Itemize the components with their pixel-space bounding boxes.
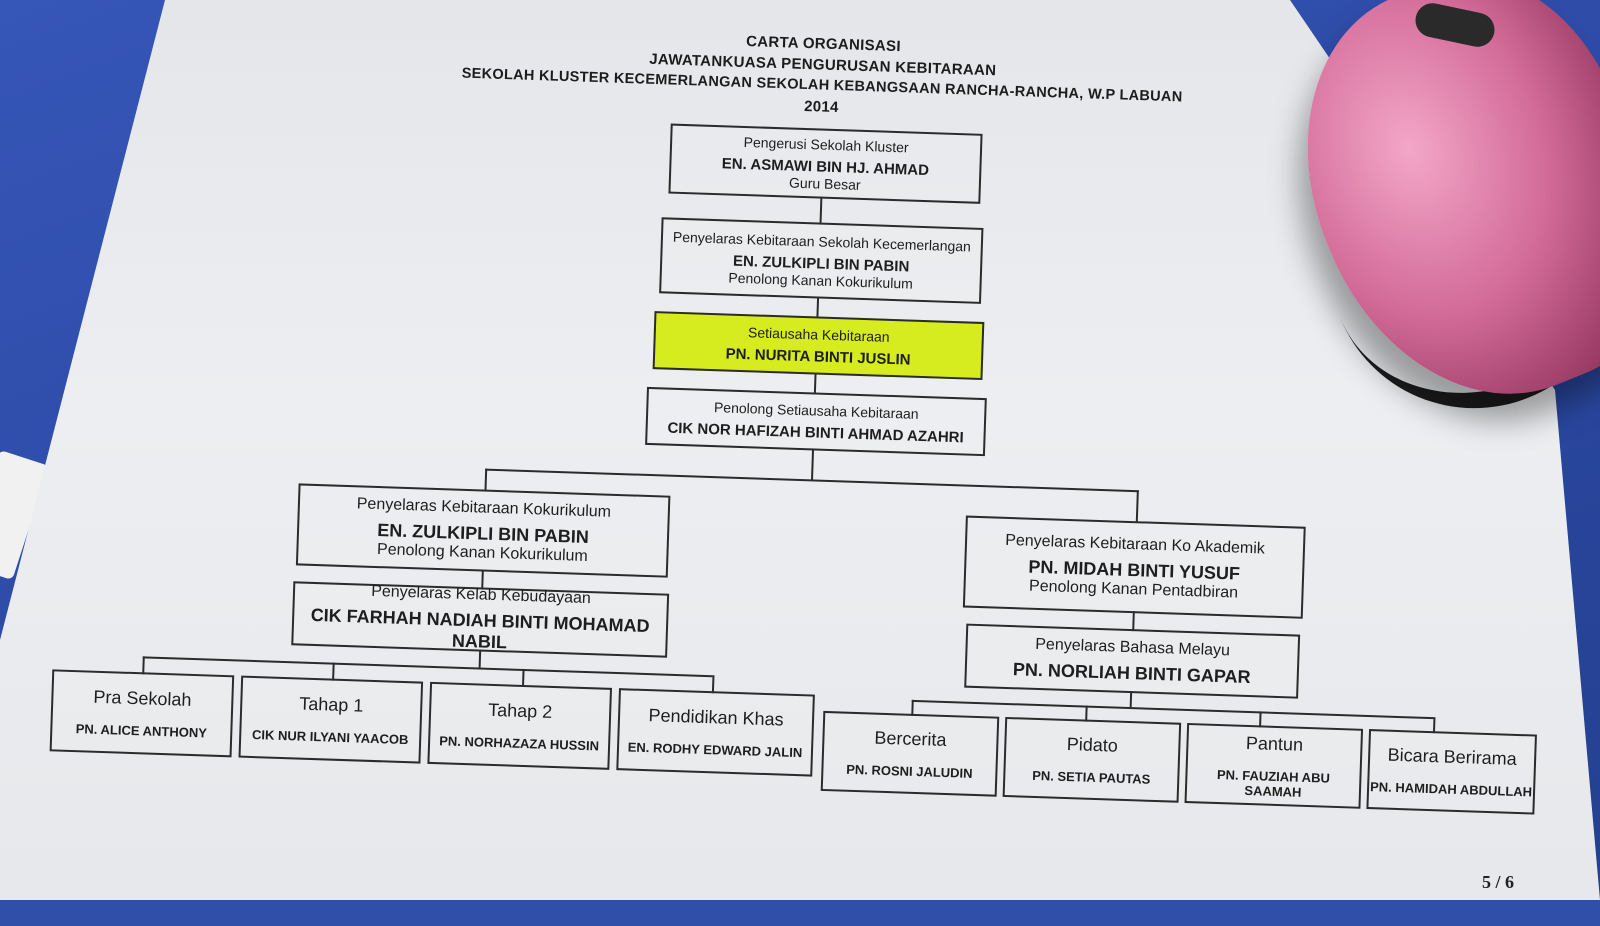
page-number: 5 / 6	[1482, 872, 1515, 892]
connector-line	[816, 297, 820, 318]
box-name: EN. RODHY EDWARD JALIN	[627, 739, 803, 761]
box-name: PN. NURITA BINTI JUSLIN	[725, 344, 911, 369]
cocurriculum-coordinator-box: Penyelaras Kebitaraan Kokurikulum EN. ZU…	[295, 483, 671, 578]
box-role: Pidato	[1066, 734, 1119, 756]
box-role: Setiausaha Kebitaraan	[747, 323, 890, 345]
box-role: Pantun	[1245, 732, 1304, 755]
box-role: Bicara Berirama	[1387, 744, 1517, 769]
box-role: Bercerita	[874, 727, 947, 751]
connector-line	[819, 196, 823, 225]
assistant-secretary-box: Penolong Setiausaha Kebitaraan CIK NOR H…	[645, 386, 987, 457]
box-name: PN. SETIA PAUTAS	[1031, 767, 1151, 787]
connector-line	[484, 468, 488, 491]
box-role: Penyelaras Kebitaraan Ko Akademik	[1004, 531, 1266, 557]
box-role: Penyelaras Kelab Kebudayaan	[370, 582, 592, 608]
co-academic-coordinator-box: Penyelaras Kebitaraan Ko Akademik PN. MI…	[962, 515, 1306, 619]
leaf-box-pendidikan-khas: Pendidikan Khas EN. RODHY EDWARD JALIN	[616, 688, 815, 777]
leaf-box-pra-sekolah: Pra Sekolah PN. ALICE ANTHONY	[49, 669, 235, 758]
malay-language-coordinator-box: Penyelaras Bahasa Melayu PN. NORLIAH BIN…	[964, 623, 1301, 699]
box-name: PN. ALICE ANTHONY	[75, 721, 208, 741]
box-name: CIK FARHAH NADIAH BINTI MOHAMAD NABIL	[310, 604, 650, 653]
connector-line	[142, 656, 713, 678]
box-name: PN. ROSNI JALUDIN	[845, 761, 973, 781]
box-position: Guru Besar	[788, 173, 861, 193]
leaf-box-pidato: Pidato PN. SETIA PAUTAS	[1002, 716, 1182, 803]
chairman-box: Pengerusi Sekolah Kluster EN. ASMAWI BIN…	[668, 123, 983, 204]
box-role: Penolong Setiausaha Kebitaraan	[713, 398, 919, 422]
culture-club-coordinator-box: Penyelaras Kelab Kebudayaan CIK FARHAH N…	[291, 581, 670, 658]
box-name: CIK NUR ILYANI YAACOB	[251, 726, 409, 748]
connector-line	[810, 448, 815, 481]
leaf-box-bercerita: Bercerita PN. ROSNI JALUDIN	[820, 710, 1000, 797]
box-name: CIK NOR HAFIZAH BINTI AHMAD AZAHRI	[667, 419, 964, 446]
box-role: Penyelaras Bahasa Melayu	[1035, 635, 1231, 659]
connector-line	[1135, 490, 1139, 523]
box-name: PN. HAMIDAH ABDULLAH	[1369, 779, 1533, 800]
box-name: PN. FAUZIAH ABU SAAMAH	[1216, 766, 1331, 800]
box-role: Tahap 1	[298, 693, 364, 716]
leaf-box-tahap-2: Tahap 2 PN. NORHAZAZA HUSSIN	[427, 681, 613, 770]
box-role: Pengerusi Sekolah Kluster	[743, 133, 909, 155]
box-name: PN. NORLIAH BINTI GAPAR	[1012, 658, 1251, 687]
box-role: Penyelaras Kebitaraan Sekolah Kecemerlan…	[672, 228, 972, 255]
box-role: Tahap 2	[487, 699, 553, 722]
box-role: Penyelaras Kebitaraan Kokurikulum	[356, 494, 612, 521]
secretary-box: Setiausaha Kebitaraan PN. NURITA BINTI J…	[652, 311, 985, 381]
leaf-box-pantun: Pantun PN. FAUZIAH ABU SAAMAH	[1184, 722, 1364, 809]
leaf-box-bicara-berirama: Bicara Berirama PN. HAMIDAH ABDULLAH	[1366, 729, 1537, 815]
leaf-box-tahap-1: Tahap 1 CIK NUR ILYANI YAACOB	[238, 675, 424, 764]
connector-line	[1129, 691, 1133, 708]
excellence-coordinator-box: Penyelaras Kebitaraan Sekolah Kecemerlan…	[659, 217, 984, 304]
box-role: Pendidikan Khas	[648, 705, 784, 730]
box-role: Pra Sekolah	[93, 686, 192, 710]
box-name: PN. NORHAZAZA HUSSIN	[438, 733, 600, 754]
connector-line	[813, 373, 817, 394]
